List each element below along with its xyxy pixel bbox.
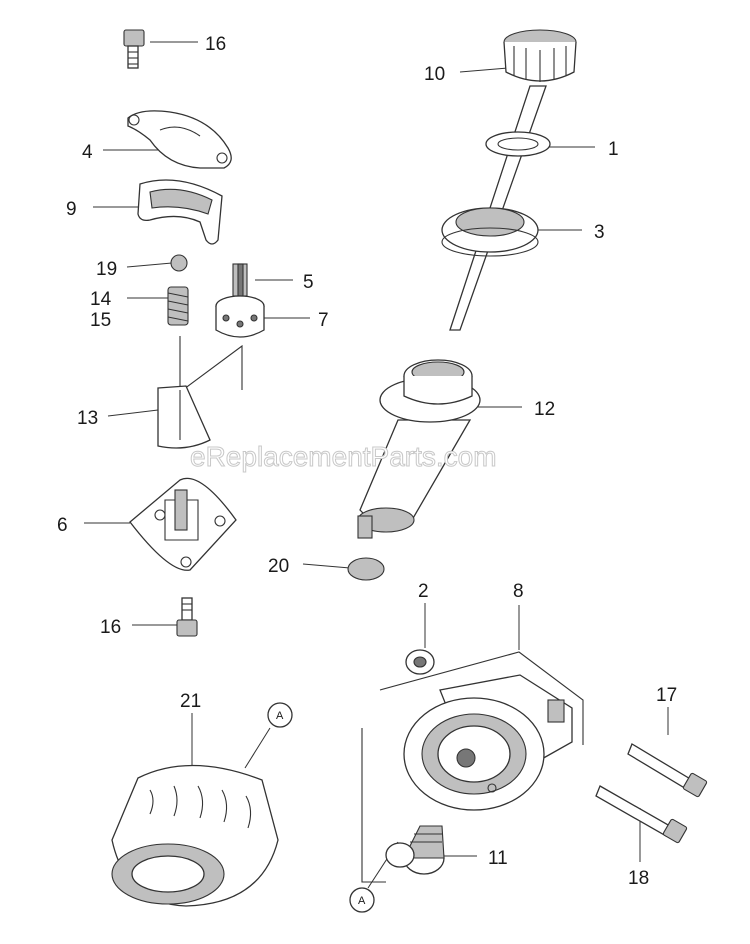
svg-text:A: A <box>358 895 366 907</box>
shaft-5 <box>232 263 248 297</box>
label-7: 7 <box>318 310 329 331</box>
bolt-16-top <box>123 29 145 69</box>
housing-boundary <box>361 728 386 883</box>
screen-9 <box>137 179 223 245</box>
label-15: 15 <box>90 310 111 331</box>
label-6: 6 <box>57 515 68 536</box>
bolt-18 <box>595 785 688 844</box>
oil-filter-21 <box>111 764 279 907</box>
label-18: 18 <box>628 868 649 889</box>
label-19: 19 <box>96 259 117 280</box>
label-13: 13 <box>77 408 98 429</box>
label-10: 10 <box>424 64 445 85</box>
cover-6 <box>129 477 237 571</box>
label-5: 5 <box>303 272 314 293</box>
label-14: 14 <box>90 289 112 310</box>
callout-a-bottom: A <box>349 887 375 913</box>
housing-boundary-top <box>379 651 584 745</box>
label-11: 11 <box>488 848 508 869</box>
cone-13 <box>157 385 211 449</box>
spring-14-15 <box>167 286 189 326</box>
label-3: 3 <box>594 222 605 243</box>
label-4: 4 <box>82 142 93 163</box>
label-1: 1 <box>608 139 619 160</box>
label-9: 9 <box>66 199 77 220</box>
bolt-16-bottom <box>176 597 198 637</box>
label-8: 8 <box>513 581 524 602</box>
label-12: 12 <box>534 399 555 420</box>
label-21: 21 <box>180 691 201 712</box>
fitting-11 <box>385 825 445 875</box>
housing-8 <box>403 674 573 811</box>
washer-20 <box>347 557 385 581</box>
tube-12 <box>357 359 481 539</box>
rotor-7 <box>215 295 265 338</box>
seal-3 <box>441 207 539 257</box>
watermark: eReplacementParts.com <box>190 441 497 472</box>
label-2: 2 <box>418 581 429 602</box>
plate-4 <box>127 110 232 169</box>
dipstick-10 <box>449 29 577 331</box>
o-ring-1 <box>485 131 551 157</box>
ball-19 <box>170 254 188 272</box>
label-16-top: 16 <box>205 34 226 55</box>
label-20: 20 <box>268 556 289 577</box>
bolt-17 <box>627 743 708 798</box>
plug-2 <box>405 649 435 675</box>
label-17: 17 <box>656 685 677 706</box>
label-16-bottom: 16 <box>100 617 121 638</box>
callout-a-top: A <box>267 702 293 728</box>
assembly-line <box>179 336 243 394</box>
svg-text:A: A <box>276 710 284 722</box>
